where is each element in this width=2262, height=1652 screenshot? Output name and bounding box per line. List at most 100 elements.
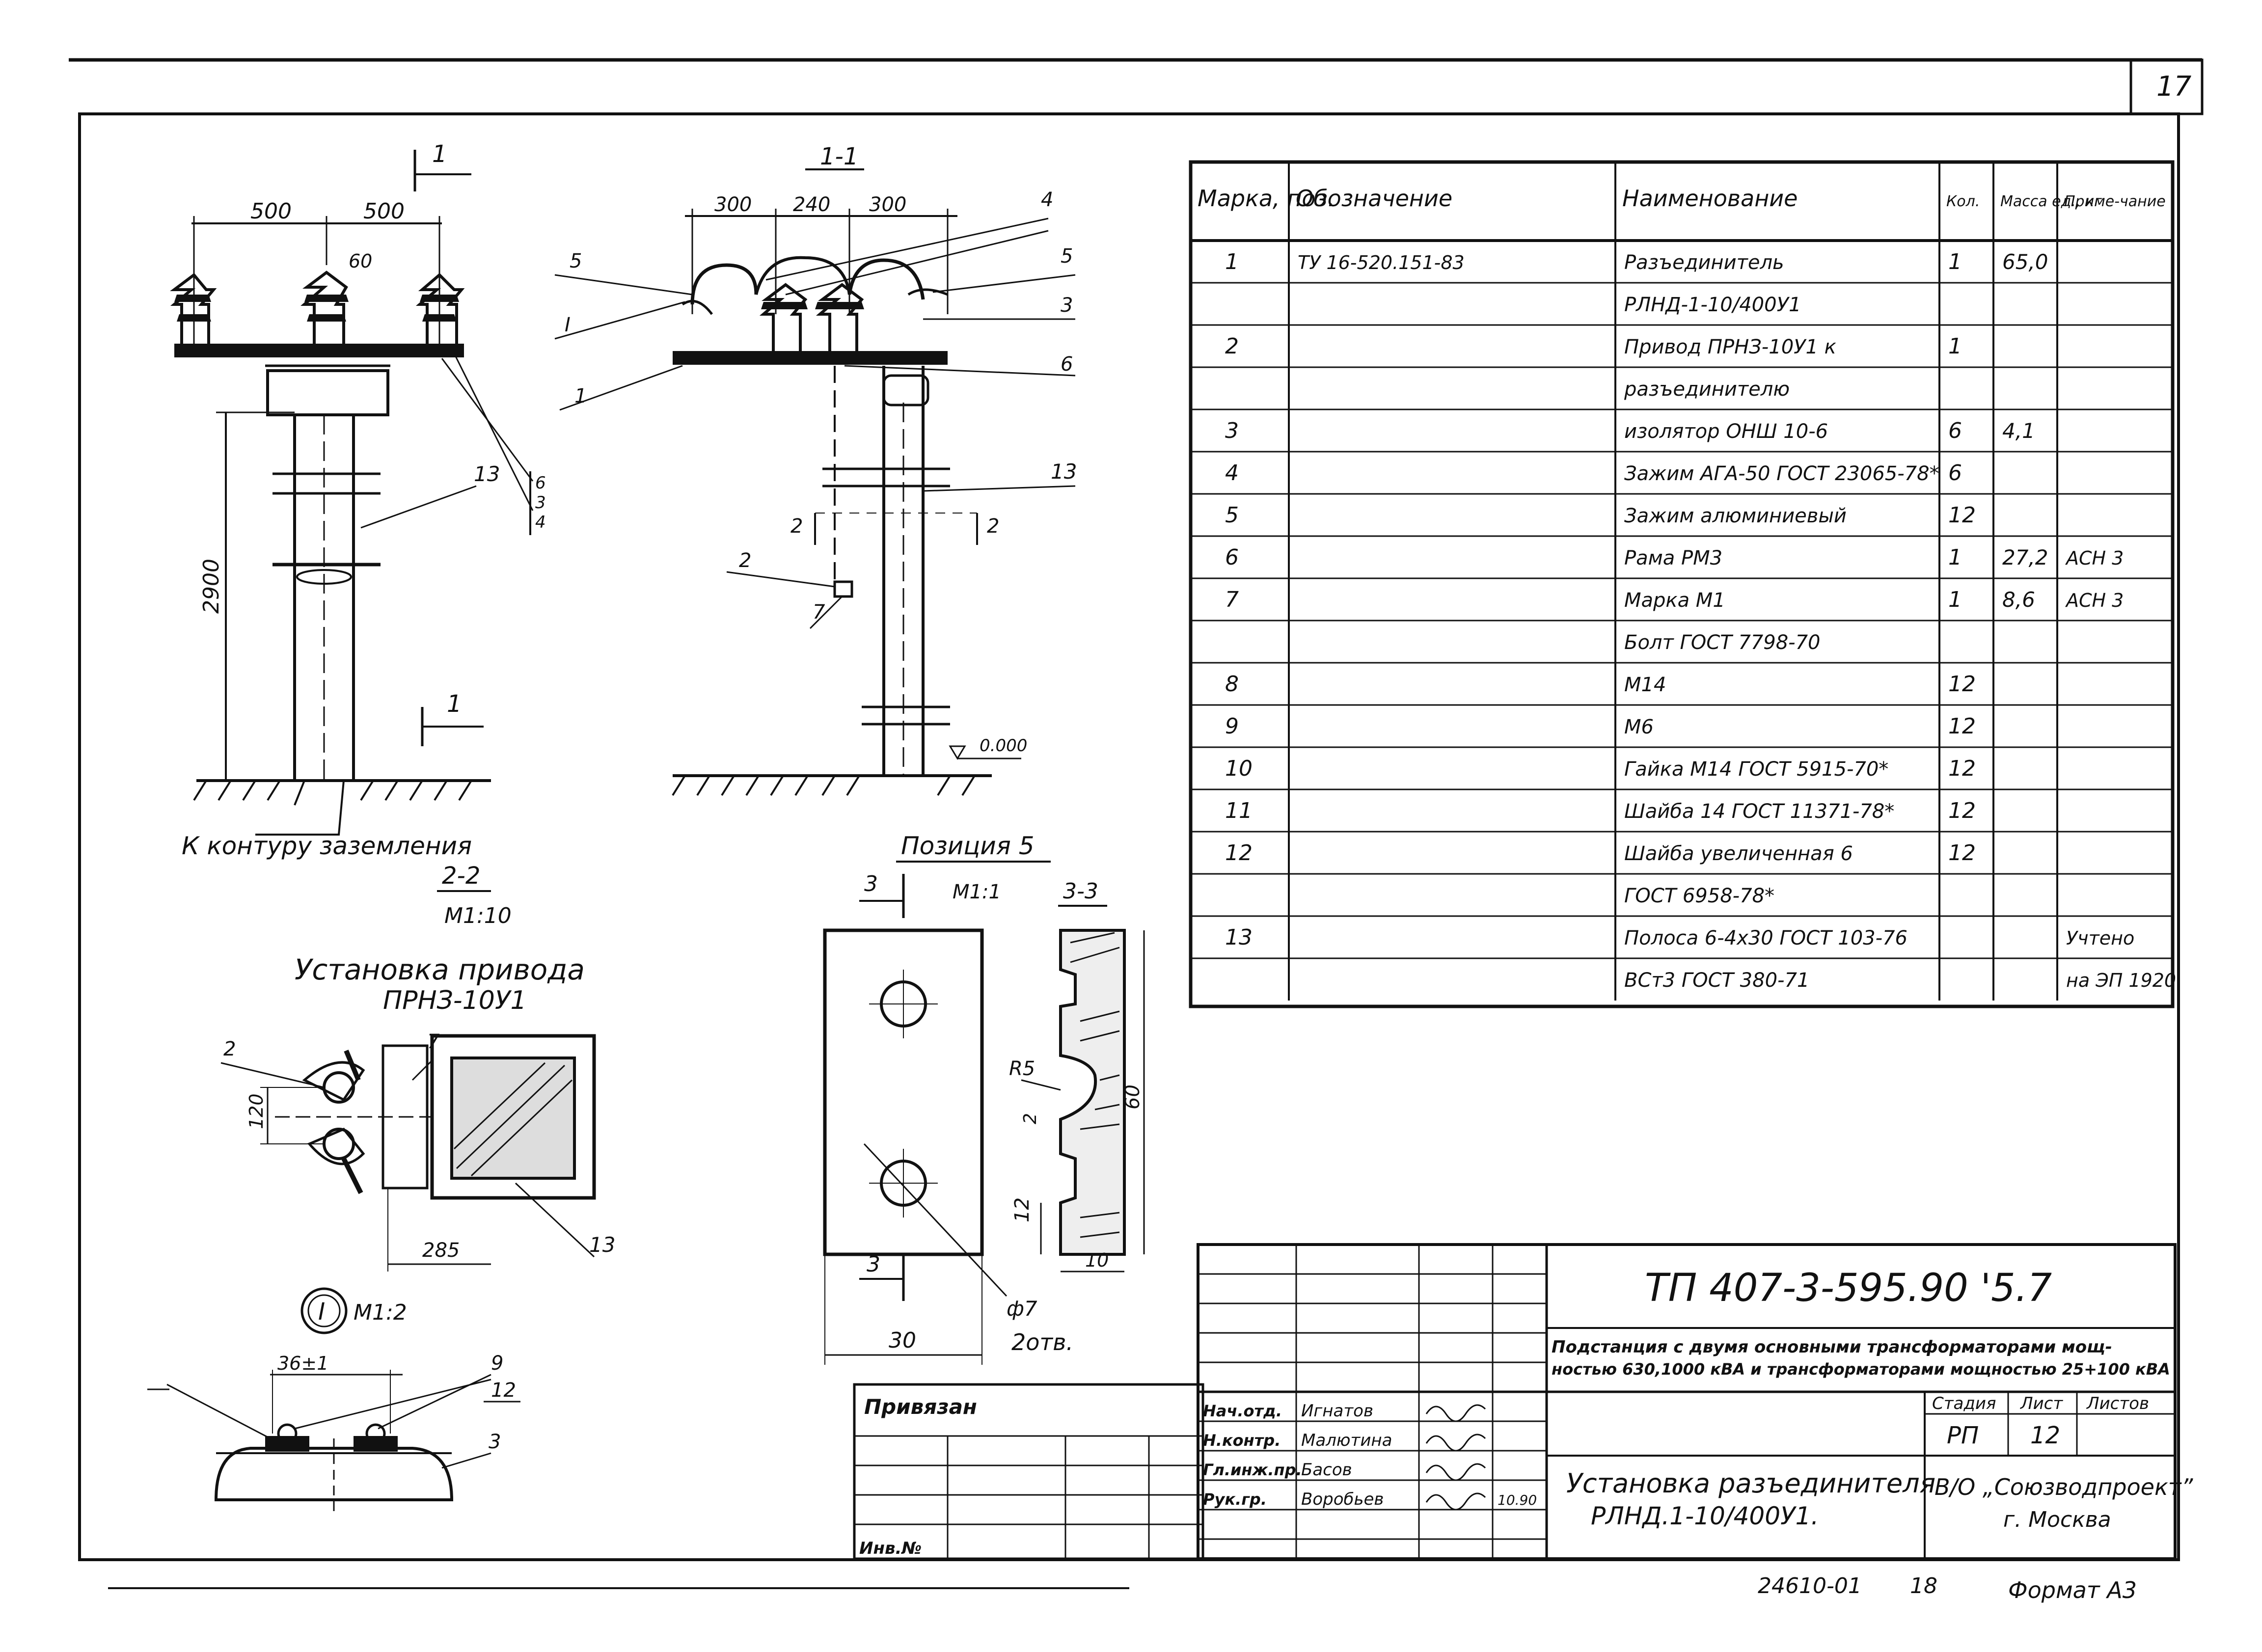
sig-date-3: 10.90 [1498, 1492, 1537, 1508]
node-I-scale: М1:2 [354, 1300, 407, 1325]
spec-cell-r14-c0: 12 [1225, 840, 1253, 866]
sig-name-1: Малютина [1301, 1431, 1392, 1450]
section-2-2-caption-1: Установка привода [295, 953, 585, 986]
insulator-right [415, 272, 465, 344]
drawing-title-2: РЛНД.1-10/400У1. [1591, 1502, 1819, 1530]
pos5-holes-count: 2отв. [1011, 1329, 1073, 1355]
dim-height: 2900 [199, 559, 224, 614]
dim-300-left: 300 [714, 193, 752, 216]
section-1-1: 1-1 300 240 300 5 I [554, 143, 1077, 796]
dim-left: 500 [250, 199, 292, 224]
sheets-header: Листов [2086, 1394, 2149, 1413]
spec-cell-r0-c1: ТУ 16-520.151-83 [1298, 252, 1465, 273]
sheet-header: Лист [2019, 1394, 2063, 1413]
pos5-dim-30: 30 [889, 1328, 916, 1353]
spec-cell-r4-c2: изолятор ОНШ 10-6 [1624, 420, 1828, 443]
section-2-2-title: 2-2 [442, 862, 480, 890]
spec-cell-r0-c3: 1 [1948, 249, 1962, 274]
position-5: Позиция 5 М1:1 3 3-3 3 60 R5 2 12 10 [823, 832, 1145, 1365]
spec-cell-r16-c5: Учтено [2066, 927, 2134, 949]
pos5-dim-60: 60 [1121, 1084, 1144, 1110]
spec-cell-r0-c4: 65,0 [2002, 250, 2048, 274]
section-2-2: 2-2 М1:10 Установка привода ПРНЗ-10У1 12… [220, 862, 615, 1272]
spec-cell-r11-c3: 12 [1948, 714, 1976, 739]
spec-cell-r3-c2: разъединителю [1624, 378, 1790, 401]
spec-cell-r7-c2: Рама РМ3 [1624, 547, 1722, 569]
callout-13: 13 [1051, 460, 1077, 484]
cut-mark-2-left: 2 [790, 515, 803, 538]
section-2-2-caption-2: ПРНЗ-10У1 [383, 986, 527, 1015]
spec-cell-r12-c0: 10 [1225, 756, 1253, 781]
spec-cell-r5-c3: 6 [1948, 460, 1962, 486]
spec-cell-r7-c0: 6 [1225, 545, 1239, 570]
sig-name-0: Игнатов [1301, 1401, 1373, 1421]
spec-cell-r8-c4: 8,6 [2002, 588, 2035, 612]
node-I-dim: 36±1 [277, 1353, 328, 1374]
sheet-number: 17 [2156, 71, 2192, 103]
spec-cell-r15-c2: ГОСТ 6958-78* [1624, 885, 1774, 907]
sheet-no-value: 12 [2030, 1422, 2060, 1449]
sig-name-2: Басов [1301, 1460, 1352, 1480]
callout-7: 7 [813, 601, 825, 623]
front-view: 1 500 500 60 [170, 140, 546, 860]
callout-3: 3 [1061, 294, 1073, 317]
callout-13-front: 13 [474, 462, 500, 486]
flag-6: 6 [535, 473, 546, 493]
spec-header-1: Обозначение [1296, 185, 1452, 212]
flag-3: 3 [535, 493, 546, 513]
spec-cell-r12-c2: Гайка М14 ГОСТ 5915-70* [1624, 758, 1888, 781]
pos5-hole: ф7 [1007, 1297, 1037, 1321]
stage-header: Стадия [1932, 1394, 1996, 1413]
spec-cell-r10-c0: 8 [1225, 672, 1239, 697]
sig-role-3: Рук.гр. [1203, 1490, 1267, 1509]
pos5-title: Позиция 5 [901, 832, 1035, 860]
spec-cell-r14-c2: Шайба увеличенная 6 [1624, 842, 1853, 865]
spec-cell-r13-c2: Шайба 14 ГОСТ 11371-78* [1624, 800, 1894, 823]
callout-12: 12 [491, 1379, 516, 1402]
project-title-2: ностью 630,1000 кВА и трансформаторами м… [1552, 1360, 2170, 1379]
callout-7-22: 7 [427, 1030, 440, 1053]
spec-cell-r10-c2: М14 [1624, 674, 1666, 696]
spec-cell-r7-c5: АСН 3 [2065, 547, 2124, 569]
footer-code: 24610-01 [1758, 1573, 1862, 1598]
title-block: Привязан Инв.№ ТП 407-3-595.90 '5.7 Подс… [853, 1243, 2194, 1560]
spec-cell-r7-c4: 27,2 [2002, 545, 2048, 569]
section-2-2-scale: М1:10 [444, 903, 512, 928]
ground-note: К контуру заземления [182, 832, 472, 860]
org-1: В/О „Союзводпроект” [1935, 1474, 2194, 1500]
sig-role-0: Нач.отд. [1203, 1402, 1282, 1420]
dim-240: 240 [793, 193, 830, 216]
callout-1: 1 [574, 385, 587, 407]
org-2: г. Москва [2003, 1507, 2111, 1532]
spec-cell-r6-c3: 12 [1948, 503, 1976, 528]
spec-header-0: Марка, поз. [1198, 185, 1335, 212]
callout-3-node: 3 [489, 1431, 501, 1453]
spec-header-3: Кол. [1946, 193, 1980, 210]
node-I: I М1:2 36±1 9 12 3 [147, 1287, 520, 1512]
spec-header-4: Масса ед., кг [2000, 193, 2102, 210]
signature-mark-2 [1425, 1463, 1486, 1481]
cut-mark-2-right: 2 [987, 515, 999, 538]
spec-cell-r16-c0: 13 [1225, 925, 1253, 950]
spec-cell-r4-c4: 4,1 [2002, 419, 2035, 443]
pos5-section: 3-3 [1063, 879, 1098, 904]
spec-cell-r2-c3: 1 [1948, 334, 1962, 359]
spec-cell-r6-c0: 5 [1225, 503, 1239, 528]
dim-right: 500 [363, 199, 405, 224]
callout-5-left: 5 [570, 250, 582, 272]
spec-cell-r8-c3: 1 [1948, 587, 1962, 612]
sig-name-3: Воробьев [1301, 1490, 1384, 1509]
pos5-dim-12: 12 [1011, 1197, 1034, 1222]
spec-cell-r6-c2: Зажим алюминиевый [1624, 505, 1847, 527]
spec-cell-r14-c3: 12 [1948, 840, 1976, 866]
spec-cell-r4-c3: 6 [1948, 418, 1962, 443]
signature-mark-1 [1425, 1434, 1486, 1452]
pos5-dim-10: 10 [1085, 1249, 1109, 1271]
pos5-cut-top: 3 [864, 871, 878, 896]
section-mark-top: 1 [432, 140, 447, 168]
privyazan-label: Привязан [864, 1395, 977, 1419]
spec-cell-r8-c0: 7 [1225, 587, 1239, 612]
sig-role-1: Н.контр. [1203, 1431, 1281, 1450]
